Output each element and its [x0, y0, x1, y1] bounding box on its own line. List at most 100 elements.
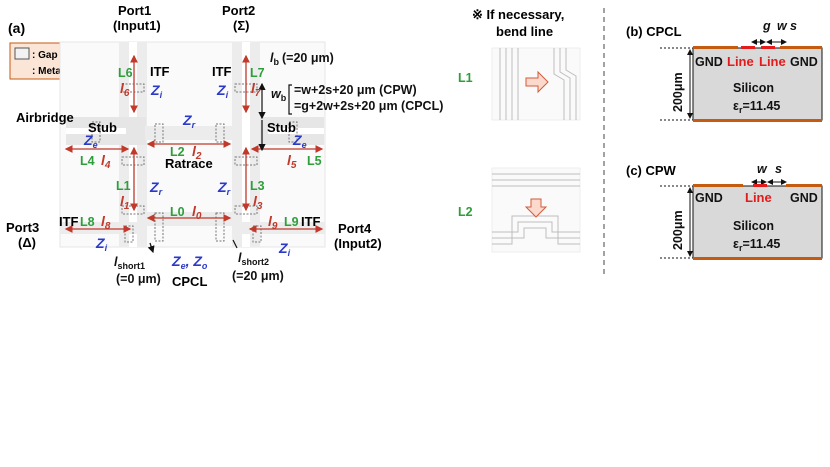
cpcl-height: 200μm: [671, 72, 685, 112]
cpcl-line-2: [761, 46, 775, 49]
airbridge-label: Airbridge: [16, 110, 74, 125]
panel-a: (a) : Gap : Metal: [6, 3, 443, 289]
cpcl-backplane: [693, 119, 822, 122]
ratrace-label: Ratrace: [165, 156, 213, 171]
gap-swatch: [14, 47, 30, 60]
dimension-arrows: [147, 82, 292, 254]
lb-label: lb(=20 μm): [270, 51, 334, 67]
bend-line-panel: ※ If necessary, bend line L1 L2: [458, 7, 581, 253]
legend-gap: : Gap: [32, 50, 58, 61]
label-l5: l5: [287, 152, 297, 171]
short1-value: (=0 μm): [116, 272, 161, 286]
label-zr-top: Zr: [182, 112, 196, 130]
label-zi-top-left: Zi: [150, 82, 163, 100]
cpw-s: s: [775, 162, 782, 176]
label-zr-left: Zr: [149, 179, 163, 197]
port4-name: Port4: [338, 221, 372, 236]
port3-sub: (Δ): [18, 235, 36, 250]
short2-value: (=20 μm): [232, 269, 284, 283]
label-zi-bottom-right: Zi: [278, 240, 291, 258]
bottom-ratrace-line: [145, 212, 233, 226]
cpcl-silicon: Silicon: [733, 81, 774, 95]
label-L1: L1: [116, 179, 131, 193]
label-L0: L0: [170, 205, 185, 219]
wb-label: wb: [271, 87, 287, 103]
bend-L1: L1: [458, 71, 473, 85]
stub-right-label: Stub: [267, 120, 296, 135]
itf-top-left: ITF: [150, 64, 170, 79]
panel-b-label: (b) CPCL: [626, 24, 682, 39]
length-arrows: [64, 54, 324, 233]
label-zr-right: Zr: [217, 179, 231, 197]
bend-title-2: bend line: [496, 24, 553, 39]
label-l4: l4: [101, 152, 111, 171]
label-L6: L6: [118, 66, 133, 80]
cpcl-gnd-right-label: GND: [790, 55, 818, 69]
bend-L2: L2: [458, 205, 473, 219]
label-l3: l3: [253, 193, 263, 212]
label-L8: L8: [80, 215, 95, 229]
port1-sub: (Input1): [113, 18, 161, 33]
bend-title-1: ※ If necessary,: [472, 7, 564, 22]
bend-L1-illustration: [491, 47, 581, 121]
label-l8: l8: [101, 213, 111, 232]
short2-label: lshort2: [238, 251, 269, 267]
cpw-line: [753, 184, 767, 187]
cpcl-line-left-label: Line: [727, 54, 754, 69]
label-l6: l6: [120, 80, 130, 99]
cpw-gnd-left: [693, 184, 743, 187]
label-L7: L7: [250, 66, 265, 80]
stub-left-label: Stub: [88, 120, 117, 135]
bend-L2-illustration: [491, 167, 581, 253]
panel-c: (c) CPW w s GND Line GND Silicon εr=11.4…: [626, 162, 823, 260]
port3-name: Port3: [6, 220, 39, 235]
label-ze-right: Ze: [292, 132, 307, 150]
label-L5: L5: [307, 154, 322, 168]
itf-bottom-right: ITF: [301, 214, 321, 229]
cpcl-gnd-left-label: GND: [695, 55, 723, 69]
short1-label: lshort1: [114, 255, 145, 271]
port1-name: Port1: [118, 3, 151, 18]
cpcl-line-1: [741, 46, 755, 49]
cpw-gnd-right-label: GND: [790, 191, 818, 205]
panel-a-label: (a): [8, 20, 25, 36]
label-zi-top-right: Zi: [216, 82, 229, 100]
cpcl-g: g: [762, 19, 771, 33]
label-zi-bottom-left: Zi: [95, 235, 108, 253]
label-ze-zo: Ze, Zo: [171, 253, 208, 271]
cpw-gnd-left-label: GND: [695, 191, 723, 205]
cpcl-epsilon: εr=11.45: [733, 99, 780, 115]
label-L3: L3: [250, 179, 265, 193]
cpcl-s: s: [790, 19, 797, 33]
itf-top-right: ITF: [212, 64, 232, 79]
layout-drawing: [59, 41, 326, 248]
cpcl-w: w: [777, 19, 788, 33]
port4-sub: (Input2): [334, 236, 382, 251]
cpw-backplane: [693, 257, 822, 260]
label-L9: L9: [284, 215, 299, 229]
label-l1: l1: [120, 193, 130, 212]
bend-arrow-right-icon: [525, 70, 549, 94]
cpw-height: 200μm: [671, 210, 685, 250]
port2-sub: (Σ): [233, 18, 249, 33]
panel-b: (b) CPCL g w s GND Line Line GND Silicon…: [626, 19, 823, 122]
cpw-height-dim: [660, 185, 693, 259]
port2-name: Port2: [222, 3, 255, 18]
cpcl-line-right-label: Line: [759, 54, 786, 69]
label-l2: l2: [192, 143, 202, 162]
label-l0: l0: [192, 203, 202, 222]
wb-cpw: =w+2s+20 μm (CPW): [294, 83, 417, 97]
bend-arrow-down-icon: [524, 198, 548, 218]
label-L2: L2: [170, 145, 185, 159]
cpw-gnd-right: [786, 184, 822, 187]
cpcl-label: CPCL: [172, 274, 207, 289]
label-ze-left: Ze: [83, 132, 98, 150]
top-ratrace-line: [145, 126, 233, 140]
cpw-substrate: [692, 185, 823, 259]
itf-bottom-left: ITF: [59, 214, 79, 229]
cpcl-height-dim: [660, 47, 693, 121]
panel-c-label: (c) CPW: [626, 163, 677, 178]
wb-cpcl: =g+2w+2s+20 μm (CPCL): [294, 99, 443, 113]
label-l9: l9: [268, 213, 278, 232]
